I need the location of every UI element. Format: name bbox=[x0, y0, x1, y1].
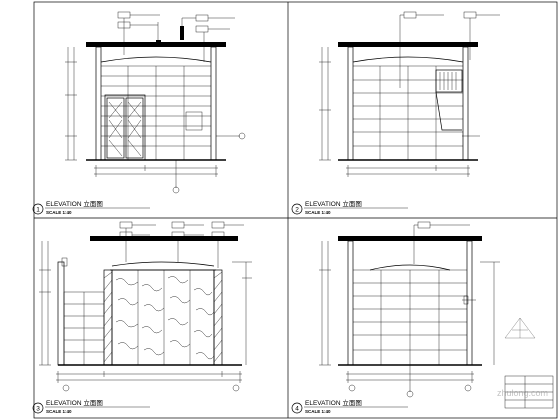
panel-title: ELEVATION 立面图 bbox=[305, 199, 362, 208]
panel-scale: SCALE 1:40 bbox=[305, 210, 331, 215]
title-block-stamp bbox=[504, 375, 554, 409]
callout-leaders bbox=[61, 221, 244, 268]
door-glass-pattern bbox=[108, 101, 142, 157]
left-wall bbox=[347, 46, 354, 161]
panel-scale: SCALE 1:40 bbox=[46, 210, 72, 215]
elevation-panel-3: 3 ELEVATION 立面图 SCALE 1:40 bbox=[32, 221, 252, 414]
ceiling-cornice bbox=[100, 56, 212, 63]
panel-scale: SCALE 1:40 bbox=[305, 409, 331, 414]
right-wall bbox=[462, 46, 469, 161]
wall-panel-grid bbox=[353, 270, 467, 365]
cabinet-support bbox=[435, 91, 462, 131]
ceiling-slab bbox=[338, 236, 482, 241]
ceiling-slab bbox=[90, 236, 238, 241]
upper-cabinet bbox=[435, 69, 463, 93]
panel-number: 2 bbox=[295, 207, 299, 214]
callout-leaders bbox=[117, 11, 246, 140]
left-wall-panels bbox=[63, 291, 105, 366]
column-hatch bbox=[103, 271, 223, 363]
site-watermark: zhulong.com bbox=[497, 317, 548, 398]
dimension-lines bbox=[65, 47, 218, 194]
sheet-border bbox=[33, 1, 558, 419]
callout-leaders bbox=[399, 11, 500, 137]
door-leaf-right bbox=[125, 97, 144, 159]
panel-scale: SCALE 1:40 bbox=[46, 409, 72, 414]
left-wall bbox=[95, 46, 102, 161]
wall-panel-grid bbox=[353, 66, 463, 160]
door-leaf-left bbox=[106, 97, 125, 159]
marble-veining bbox=[115, 270, 215, 365]
elevation-panel-1: 1 ELEVATION 立面图 SCALE 1:40 bbox=[32, 11, 246, 215]
right-wall bbox=[210, 46, 217, 161]
dimension-lines bbox=[39, 241, 252, 392]
wall-panel-grid bbox=[101, 66, 211, 160]
right-wall bbox=[466, 240, 473, 366]
panel-number-badge bbox=[32, 402, 44, 414]
cabinet-slats bbox=[439, 72, 457, 90]
panel-number-badge bbox=[291, 203, 303, 215]
ceiling-cornice bbox=[369, 264, 451, 271]
left-partition bbox=[57, 261, 65, 366]
ceiling-slab bbox=[338, 42, 478, 47]
panel-number: 3 bbox=[36, 406, 40, 413]
panel-title: ELEVATION 立面图 bbox=[46, 398, 103, 407]
panel-title: ELEVATION 立面图 bbox=[305, 398, 362, 407]
feature-arch bbox=[111, 261, 215, 267]
ceiling-cornice bbox=[352, 56, 464, 63]
marble-panel bbox=[111, 269, 215, 366]
panel-number-badge bbox=[32, 203, 44, 215]
elevation-panel-4: 4 ELEVATION 立面图 SCALE 1:40 bbox=[291, 221, 500, 414]
watermark-text: zhulong.com bbox=[497, 388, 548, 398]
wall-niche bbox=[185, 111, 203, 131]
dimension-lines bbox=[319, 47, 470, 177]
left-wall bbox=[347, 240, 354, 366]
panel-number-badge bbox=[291, 402, 303, 414]
dimension-lines bbox=[319, 241, 500, 398]
panel-number: 4 bbox=[295, 406, 299, 413]
elevation-panel-2: 2 ELEVATION 立面图 SCALE 1:40 bbox=[291, 11, 500, 215]
panel-number: 1 bbox=[36, 207, 40, 214]
double-door bbox=[104, 94, 146, 161]
callout-leaders bbox=[413, 221, 476, 305]
panel-title: ELEVATION 立面图 bbox=[46, 199, 103, 208]
